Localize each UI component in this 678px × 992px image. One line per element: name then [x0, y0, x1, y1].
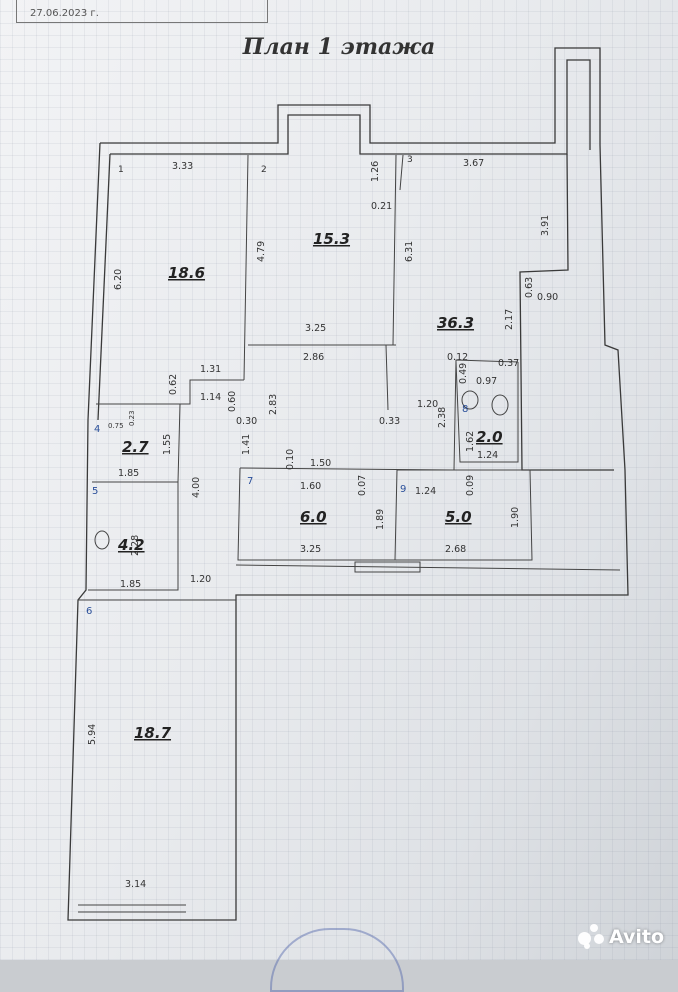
- outer-wall-right: [236, 145, 628, 905]
- outer-wall-left-inner: [98, 154, 110, 420]
- dim: 0.90: [537, 292, 558, 303]
- dim: 1.50: [310, 458, 331, 469]
- wall-room3-left: [400, 155, 403, 190]
- wall-corridor-1: [386, 345, 388, 410]
- dim: 0.75: [108, 422, 124, 430]
- dim: 3.14: [125, 879, 146, 890]
- dim: 1.85: [120, 579, 141, 590]
- avito-brand-text: Avito: [609, 926, 664, 948]
- dim: 0.49: [458, 363, 469, 384]
- room-number-7: 7: [247, 476, 253, 487]
- floor-plan-drawing: 1 2 3 4 5 6 7 8 9 18.6 15.3 36.3 2.7 4.2…: [0, 0, 678, 960]
- room-number-1: 1: [118, 165, 124, 175]
- dim: 6.31: [404, 241, 415, 262]
- dim: 1.14: [200, 392, 221, 403]
- dim: 1.31: [200, 364, 221, 375]
- dim: 1.62: [465, 431, 476, 452]
- dim: 1.90: [510, 507, 521, 528]
- dim: 3.67: [463, 158, 484, 169]
- dim: 1.41: [241, 434, 252, 455]
- room-number-6: 6: [86, 606, 92, 617]
- dim: 1.55: [162, 434, 173, 455]
- dim: 5.94: [87, 724, 98, 745]
- outer-wall-top: [100, 48, 600, 145]
- room-area-6: 18.7: [134, 724, 172, 742]
- room-number-2: 2: [261, 165, 267, 175]
- dim: 0.37: [498, 358, 519, 369]
- dim: 0.21: [371, 201, 392, 212]
- dim: 2.68: [445, 544, 466, 555]
- dim: 1.24: [477, 450, 498, 461]
- dim: 0.97: [476, 376, 497, 387]
- wall-room1-room2: [244, 155, 248, 380]
- room-area-1: 18.6: [168, 264, 205, 282]
- room-area-3: 36.3: [437, 314, 474, 332]
- outer-wall-right-inner: [520, 154, 614, 470]
- room-area-9: 5.0: [445, 508, 472, 526]
- dim: 0.23: [128, 410, 136, 426]
- dim: 6.20: [113, 269, 124, 290]
- room-number-3: 3: [407, 155, 413, 165]
- dim: 3.91: [540, 215, 551, 236]
- dim: 0.30: [236, 416, 257, 427]
- dim: 2.38: [437, 407, 448, 428]
- dim: 4.00: [191, 477, 202, 498]
- dim: 2.17: [504, 309, 515, 330]
- window-room6: [78, 905, 186, 912]
- dim: 2.86: [303, 352, 324, 363]
- dim: 0.63: [524, 277, 535, 298]
- dim: 3.25: [305, 323, 326, 334]
- wall-kitchen-bottom: [236, 565, 620, 570]
- dim: 0.62: [168, 374, 179, 395]
- dim: 1.20: [417, 399, 438, 410]
- dim: 4.79: [256, 241, 267, 262]
- dim: 0.33: [379, 416, 400, 427]
- dim: 1.24: [415, 486, 436, 497]
- dim: 0.07: [357, 475, 368, 496]
- dim: 0.09: [465, 475, 476, 496]
- room-number-4: 4: [94, 424, 100, 435]
- dim: 1.20: [190, 574, 211, 585]
- room-number-8: 8: [462, 404, 468, 415]
- outer-wall-top-inner: [110, 60, 590, 154]
- room-area-8: 2.0: [476, 428, 503, 446]
- dim: 1.60: [300, 481, 321, 492]
- dim: 2.28: [130, 535, 141, 556]
- avito-logo-icon: [578, 924, 604, 950]
- dim: 1.89: [375, 509, 386, 530]
- outer-wall-left: [68, 143, 236, 920]
- room-area-2: 15.3: [313, 230, 350, 248]
- dim: 0.60: [227, 391, 238, 412]
- dim: 3.25: [300, 544, 321, 555]
- dim: 2.83: [268, 394, 279, 415]
- dim: 0.12: [447, 352, 468, 363]
- dim: 1.85: [118, 468, 139, 479]
- wall-room2-right: [393, 155, 396, 345]
- avito-watermark: Avito: [578, 924, 664, 950]
- room-area-4: 2.7: [122, 438, 149, 456]
- dim: 3.33: [172, 161, 193, 172]
- room-number-5: 5: [92, 486, 98, 497]
- room-number-9: 9: [400, 484, 406, 495]
- dim: 1.26: [370, 161, 381, 182]
- room-area-7: 6.0: [300, 508, 327, 526]
- dim: 0.10: [285, 449, 296, 470]
